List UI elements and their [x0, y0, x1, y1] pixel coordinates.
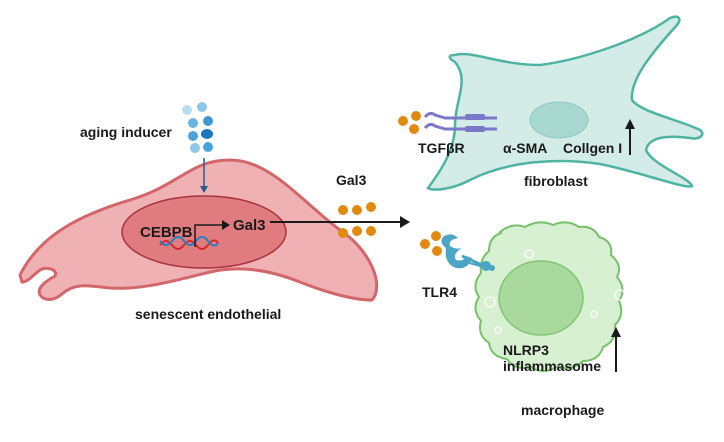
- label-tgfbr: TGFβR: [418, 140, 465, 156]
- transcription-arrow: [194, 224, 222, 247]
- gal3-particles: [338, 202, 376, 238]
- tgfbr-receptor: [423, 111, 497, 132]
- fibroblast-upregulation-arrowhead: [625, 119, 635, 129]
- inducer-arrowhead: [200, 186, 208, 193]
- tlr4-ligand-particles: [420, 231, 442, 256]
- label-fibroblast: fibroblast: [524, 173, 588, 189]
- label-collagen: Collgen I: [563, 140, 622, 156]
- macrophage-upregulation-arrowhead: [611, 327, 621, 337]
- secretion-arrowhead: [400, 216, 410, 228]
- label-inflammasome: inflammasome: [503, 358, 601, 374]
- label-nlrp3: NLRP3: [503, 342, 549, 358]
- endothelial-nucleus: [121, 195, 287, 269]
- transcription-arrowhead: [222, 220, 230, 230]
- aging-inducer-particles: [182, 102, 213, 153]
- label-gal3-secreted: Gal3: [336, 172, 367, 188]
- label-cebpb: CEBPB: [140, 224, 193, 241]
- label-a-sma: α-SMA: [503, 140, 547, 156]
- fibroblast-nucleus: [529, 101, 589, 139]
- label-gal3-gene: Gal3: [233, 217, 266, 234]
- tlr4-receptor: [441, 234, 495, 271]
- label-macrophage: macrophage: [521, 402, 604, 418]
- label-senescent-endothelial: senescent endothelial: [135, 306, 281, 322]
- dna-strand-blue: [159, 236, 219, 247]
- macrophage-nucleus: [498, 260, 584, 336]
- tgfb-ligand-particles: [398, 111, 421, 134]
- label-aging-inducer: aging inducer: [80, 124, 172, 140]
- label-tlr4: TLR4: [422, 284, 457, 300]
- dna-strand-red: [159, 239, 219, 250]
